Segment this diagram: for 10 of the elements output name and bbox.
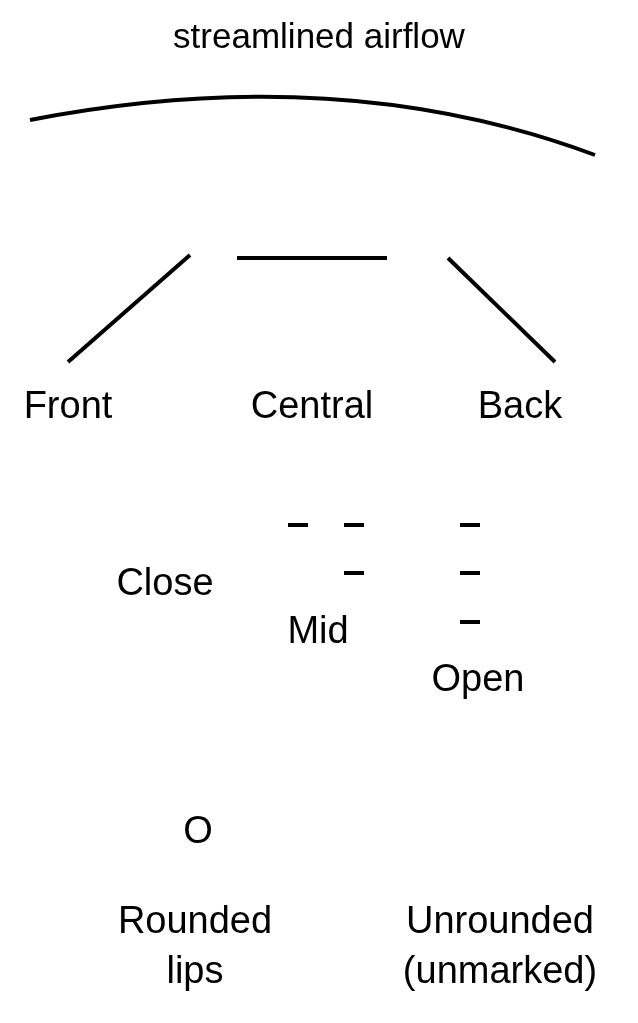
diagram-title: streamlined airflow (172, 16, 466, 56)
label-text: Back (476, 383, 564, 428)
label-text: Front (22, 383, 114, 428)
label-text: Unrounded (unmarked) (401, 898, 599, 993)
label-text: O (182, 808, 214, 853)
label-text: Central (249, 383, 375, 428)
label-text: Rounded lips (116, 898, 274, 993)
label-text: Mid (286, 608, 350, 653)
label-text: Open (430, 656, 526, 701)
label-text: Close (115, 560, 215, 605)
